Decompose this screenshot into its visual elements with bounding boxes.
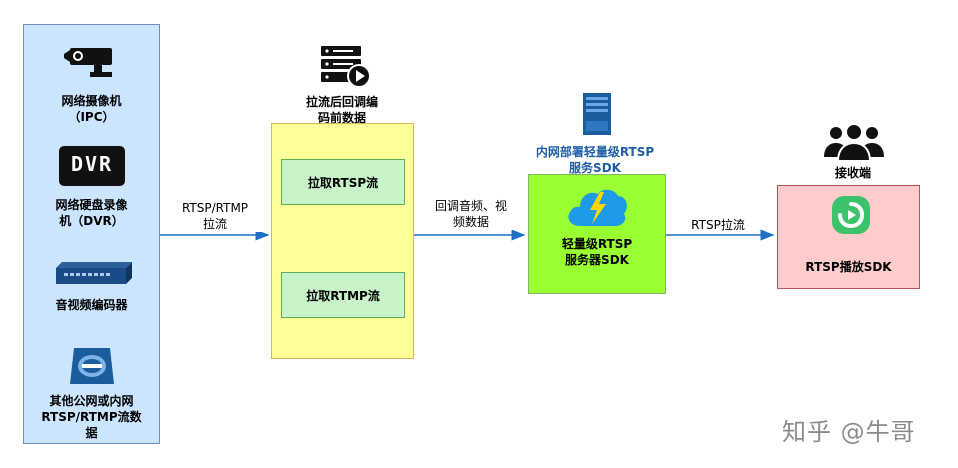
dvr-icon-text: DVR (70, 152, 114, 176)
media-server-icon (321, 46, 371, 88)
receiver-label: RTSP播放SDK (805, 260, 892, 274)
stream-source-icon (70, 348, 114, 384)
player-logo-icon (832, 196, 870, 234)
encoder-icon (56, 262, 132, 284)
ipc-label: 网络摄像机（IPC） (61, 94, 122, 124)
users-icon (824, 123, 884, 162)
pull-rtmp-box: 拉取RTMP流 (281, 272, 405, 318)
dvr-icon (59, 146, 125, 186)
edge-label-callback: 回调音频、视频数据 (424, 198, 518, 230)
edge-label-rtsp-pull: RTSP拉流 (676, 217, 760, 233)
camera-icon (64, 48, 112, 77)
server-icon (583, 93, 611, 135)
dvr-label: 网络硬盘录像机（DVR） (55, 198, 128, 228)
decoder-title: 拉流后回调编码前数据 (305, 95, 378, 125)
watermark: 知乎 @牛哥 (782, 418, 916, 446)
pull-rtsp-box: 拉取RTSP流 (281, 159, 405, 205)
encoder-label: 音视频编码器 (55, 298, 128, 312)
cloud-bolt-icon (568, 189, 627, 226)
receiver-title: 接收端 (834, 166, 871, 180)
